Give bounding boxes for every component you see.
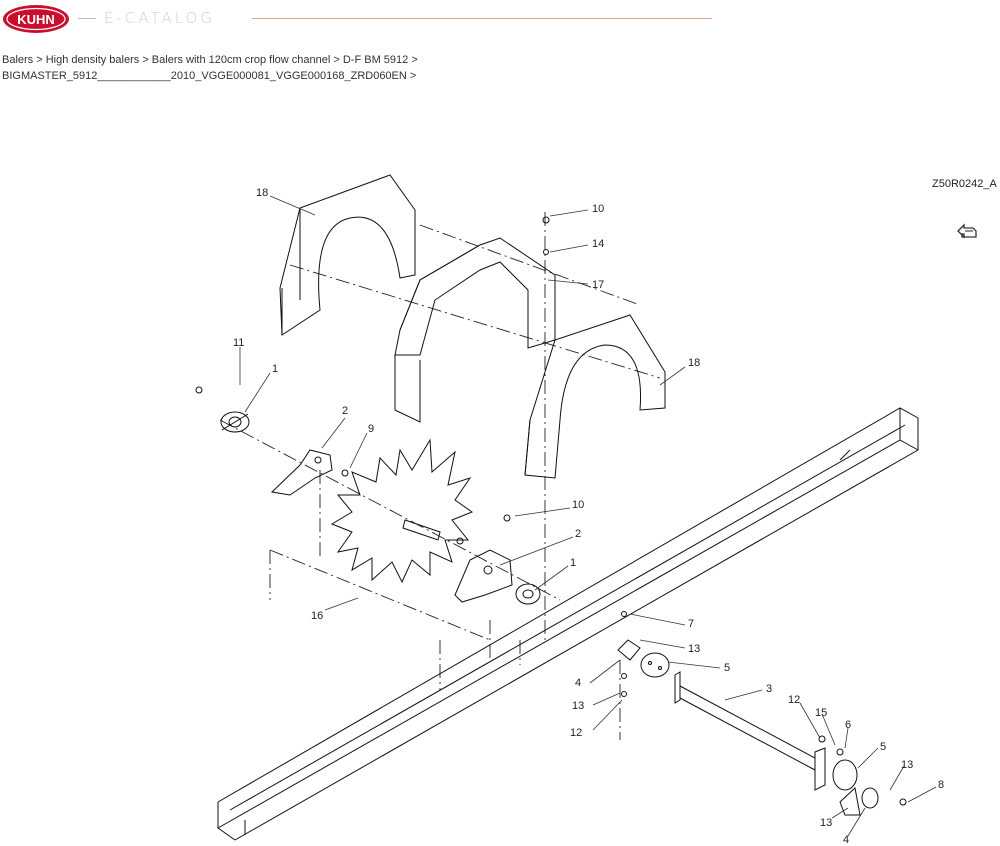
- leader-lines: [239, 195, 937, 837]
- callout-13[interactable]: 13: [688, 643, 700, 655]
- callout-14[interactable]: 14: [592, 238, 604, 250]
- callout-12[interactable]: 12: [570, 727, 582, 739]
- callout-2[interactable]: 2: [342, 405, 348, 417]
- breadcrumb-path[interactable]: Balers > High density balers > Balers wi…: [2, 54, 418, 66]
- callout-6[interactable]: 6: [845, 719, 851, 731]
- drawing-id: Z50R0242_A: [932, 178, 997, 190]
- callout-1[interactable]: 1: [272, 363, 278, 375]
- callout-9[interactable]: 9: [368, 423, 374, 435]
- breadcrumb-current[interactable]: BIGMASTER_5912____________2010_VGGE00008…: [2, 70, 417, 82]
- callout-13[interactable]: 13: [572, 700, 584, 712]
- callout-4[interactable]: 4: [575, 677, 581, 689]
- callout-15[interactable]: 15: [815, 707, 827, 719]
- callout-labels: 18 10 14 17 18 11 1 2 9 10 2 1 16 7 13 5…: [233, 187, 944, 846]
- callout-18[interactable]: 18: [688, 357, 700, 369]
- bearing-left: [220, 411, 250, 433]
- callout-8[interactable]: 8: [938, 779, 944, 791]
- header-dash: [78, 18, 96, 19]
- callout-7[interactable]: 7: [688, 618, 694, 630]
- kuhn-logo[interactable]: KUHN: [2, 4, 70, 34]
- bolts: [195, 216, 907, 806]
- chassis-beam: [217, 407, 919, 841]
- alignment-lines: [219, 212, 661, 740]
- brand-name: KUHN: [17, 12, 55, 27]
- bearing-right: [515, 583, 541, 605]
- callout-12[interactable]: 12: [788, 694, 800, 706]
- callout-10[interactable]: 10: [572, 499, 584, 511]
- header-rule: [252, 18, 712, 19]
- side-cover-right: [524, 314, 666, 479]
- shaft-assembly: [617, 639, 879, 816]
- catalog-header: KUHN E-CATALOG: [0, 0, 1000, 40]
- callout-2[interactable]: 2: [575, 528, 581, 540]
- catalog-label: E-CATALOG: [104, 9, 215, 27]
- callout-17[interactable]: 17: [592, 279, 604, 291]
- callout-5[interactable]: 5: [724, 662, 730, 674]
- callout-5[interactable]: 5: [880, 741, 886, 753]
- star-wheel: [330, 438, 474, 584]
- bracket-left: [270, 449, 333, 496]
- callout-4[interactable]: 4: [843, 834, 849, 846]
- callout-1[interactable]: 1: [570, 557, 576, 569]
- callout-10[interactable]: 10: [592, 203, 604, 215]
- bracket-right: [454, 549, 513, 603]
- callout-13[interactable]: 13: [820, 817, 832, 829]
- center-frame: [394, 237, 556, 423]
- callout-13[interactable]: 13: [901, 759, 913, 771]
- return-arrow-icon[interactable]: [956, 222, 978, 240]
- side-cover-left: [279, 174, 416, 336]
- callout-3[interactable]: 3: [766, 683, 772, 695]
- callout-18[interactable]: 18: [256, 187, 268, 199]
- callout-16[interactable]: 16: [311, 610, 323, 622]
- breadcrumb: Balers > High density balers > Balers wi…: [2, 52, 418, 84]
- callout-11[interactable]: 11: [233, 337, 244, 349]
